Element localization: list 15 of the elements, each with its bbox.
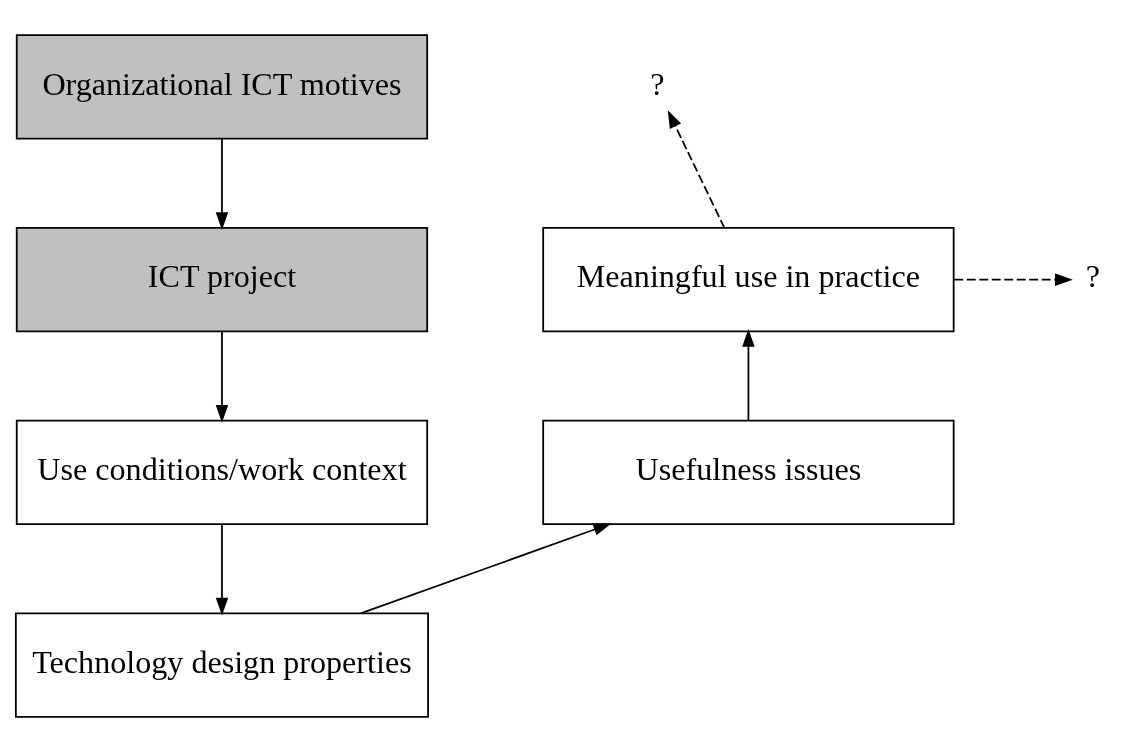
- arrow: [953, 272, 1073, 286]
- arrow: [215, 137, 229, 230]
- node-text: ?: [1085, 257, 1100, 294]
- arrow: [215, 330, 229, 423]
- arrow: [215, 522, 229, 616]
- arrow: [667, 109, 726, 229]
- arrow: [360, 522, 612, 614]
- node-box: Organizational ICT motives: [15, 33, 429, 140]
- node-box: Meaningful use in practice: [542, 226, 955, 332]
- node-box: Technology design properties: [14, 611, 429, 718]
- node-box: Usefulness issues: [542, 419, 955, 525]
- node-box: Use conditions/work context: [15, 419, 429, 525]
- node-text: ?: [650, 65, 665, 102]
- node-box: ICT project: [15, 226, 429, 332]
- arrow: [742, 328, 755, 421]
